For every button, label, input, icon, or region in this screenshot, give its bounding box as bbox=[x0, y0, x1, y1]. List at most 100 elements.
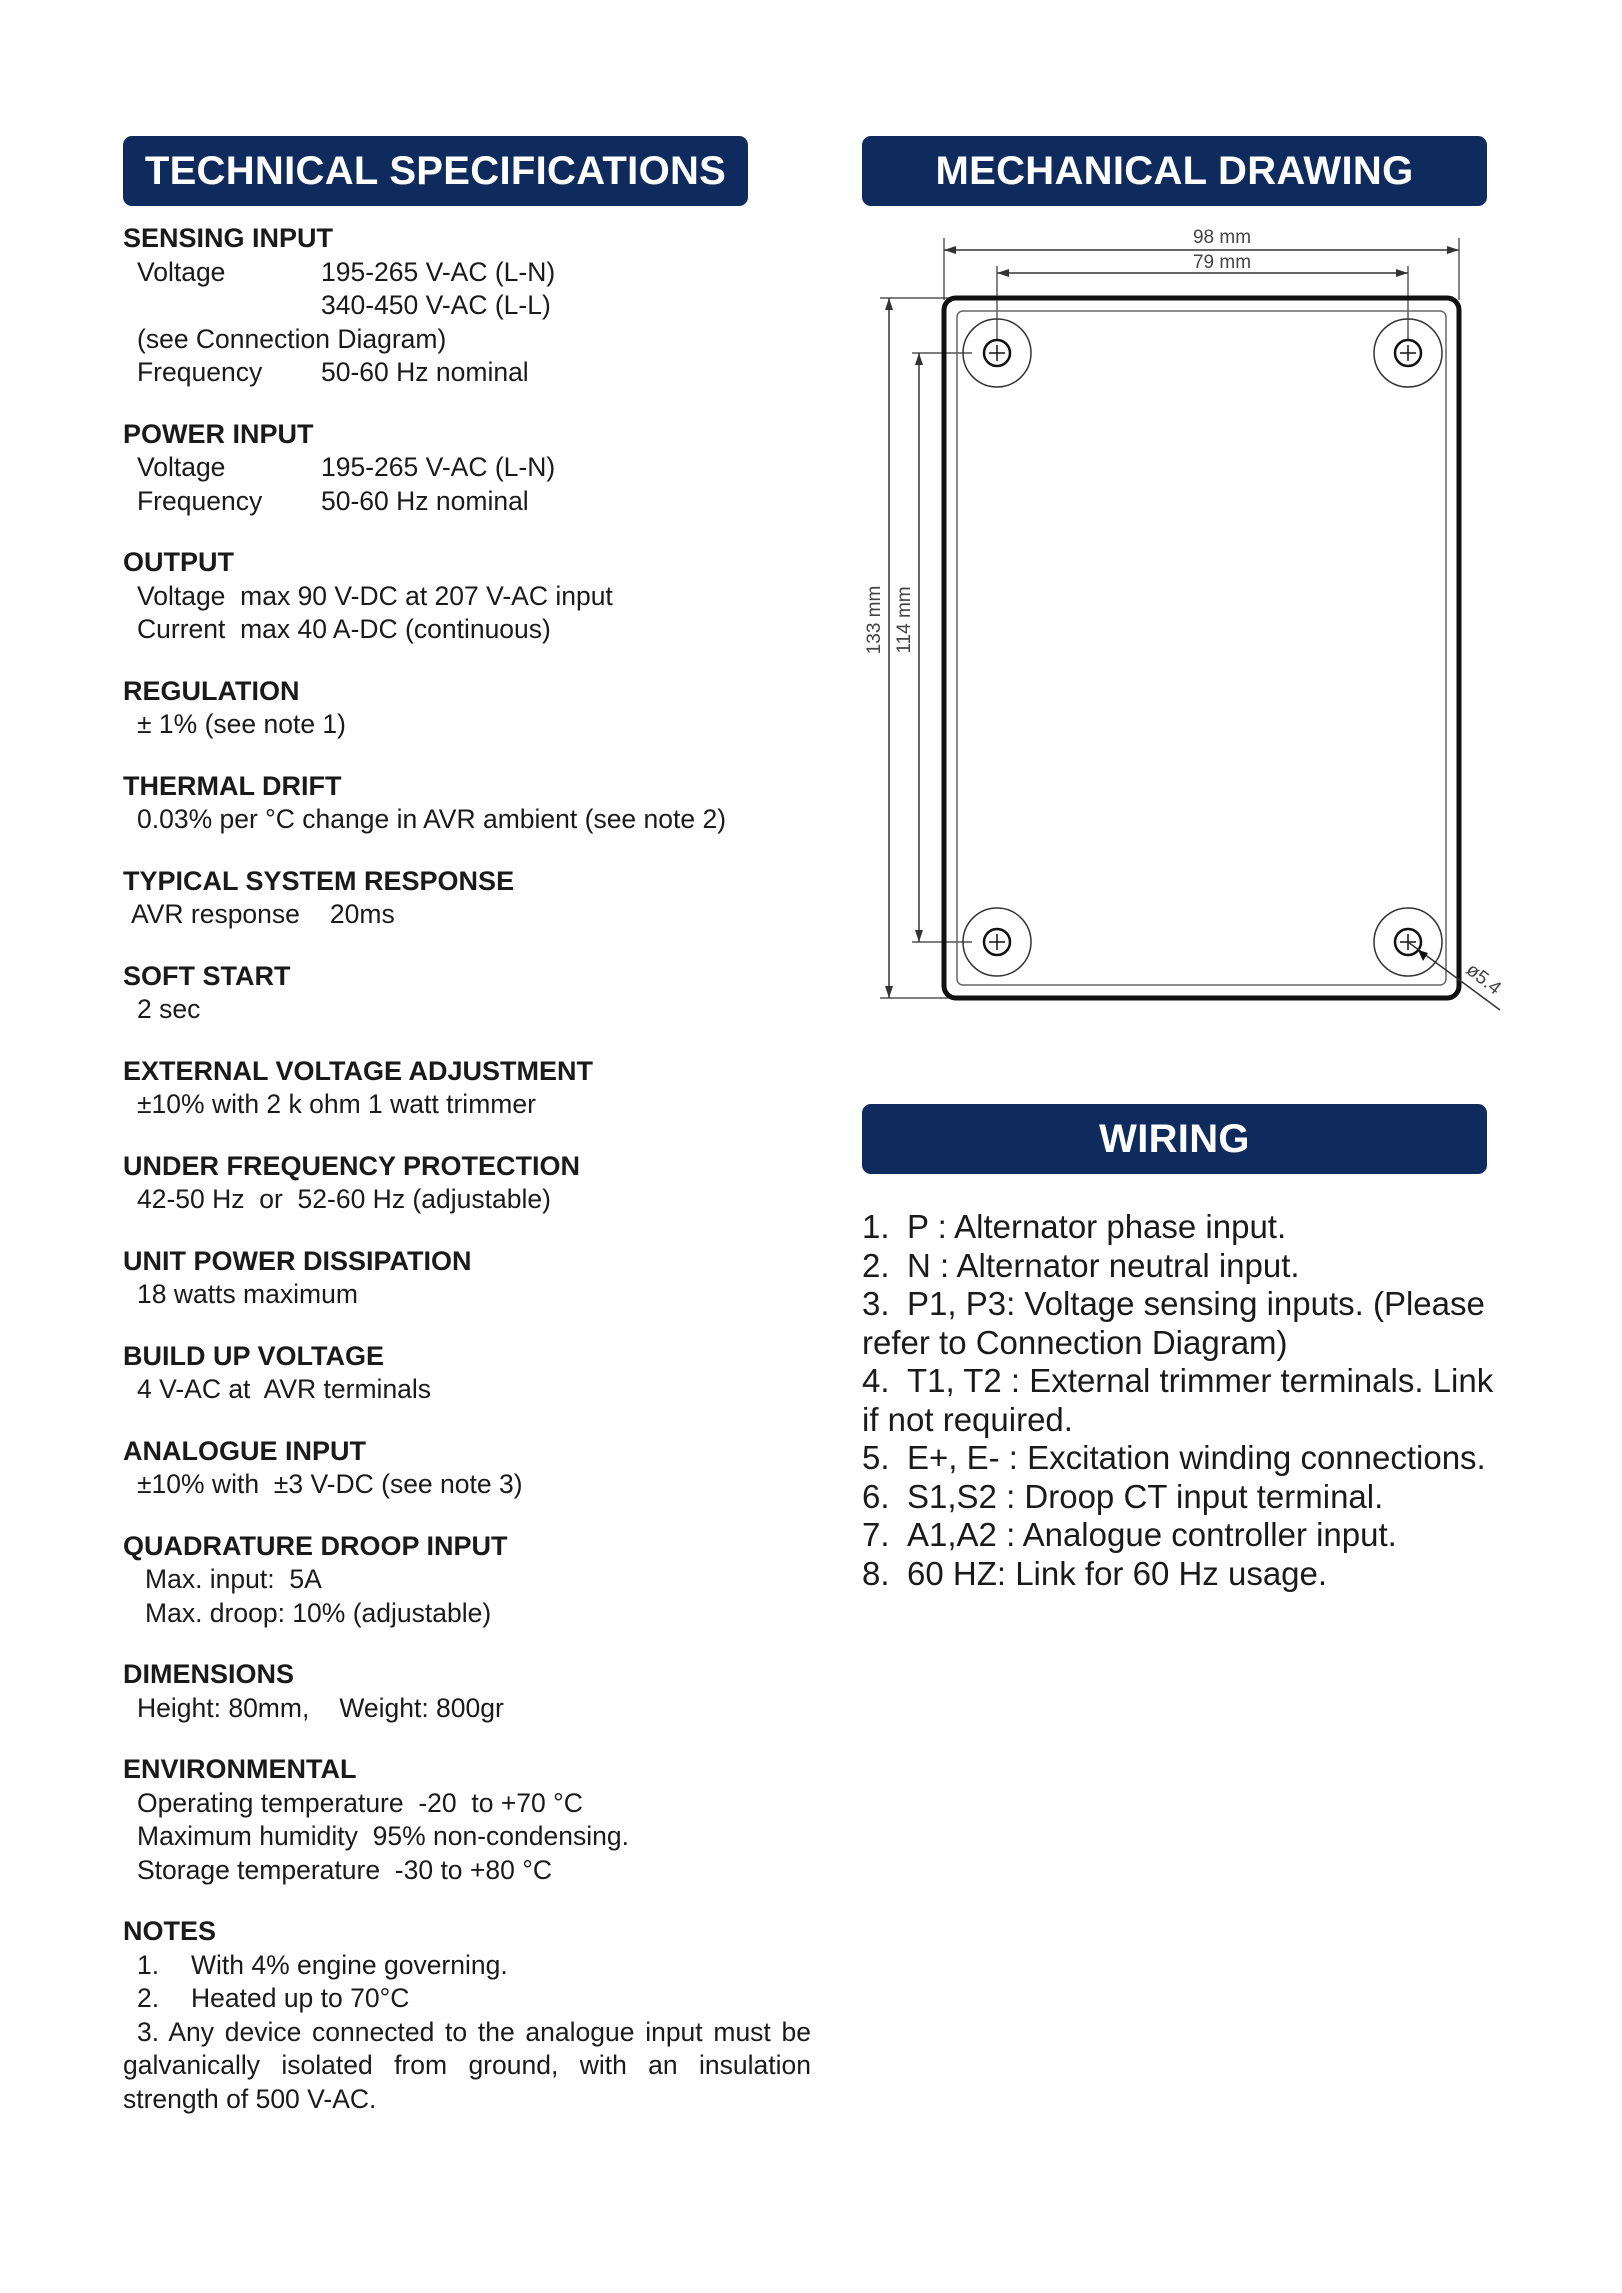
section-title: ANALOGUE INPUT bbox=[123, 1435, 366, 1466]
wiring-item: 4.T1, T2 : External trimmer terminals. L… bbox=[862, 1362, 1502, 1439]
arrow-head bbox=[885, 986, 893, 998]
spec-key: Frequency bbox=[137, 357, 263, 387]
spec-line: 18 watts maximum bbox=[137, 1279, 358, 1309]
spec-line: (see Connection Diagram) bbox=[137, 323, 447, 354]
spec-line: ±10% with ±3 V-DC (see note 3) bbox=[137, 1469, 523, 1499]
enclosure-inner-outline bbox=[956, 310, 1447, 986]
spec-line: Operating temperature -20 to +70 °C bbox=[137, 1787, 583, 1818]
spec-line: Current max 40 A-DC (continuous) bbox=[137, 614, 551, 644]
section-title: SENSING INPUT bbox=[123, 223, 334, 253]
arrow-head bbox=[1447, 246, 1459, 254]
wiring-item-text: E+, E- : Excitation winding connections. bbox=[907, 1439, 1486, 1476]
spec-row: Frequency 50-60 Hz nominal bbox=[123, 356, 813, 390]
mounting-hole-bottom-left bbox=[962, 907, 1032, 977]
wiring-item-number: 1. bbox=[862, 1208, 890, 1245]
wiring-item-number: 3. bbox=[862, 1285, 890, 1322]
thermal-drift-section: THERMAL DRIFT 0.03% per °C change in AVR… bbox=[123, 770, 813, 837]
section-title: OUTPUT bbox=[123, 547, 234, 577]
spec-key: AVR response bbox=[131, 899, 300, 929]
wiring-item: 2. N : Alternator neutral input. bbox=[862, 1247, 1502, 1286]
height-outer-label: 133 mm bbox=[864, 586, 885, 655]
width-inner-label: 79 mm bbox=[1193, 252, 1251, 273]
section-title: POWER INPUT bbox=[123, 418, 314, 449]
wiring-item: 5. E+, E- : Excitation winding connection… bbox=[862, 1439, 1502, 1478]
section-title: ENVIRONMENTAL bbox=[123, 1754, 357, 1784]
wiring-heading: WIRING bbox=[862, 1104, 1487, 1174]
enclosure-outline bbox=[941, 295, 1462, 1001]
weight-value: Weight: 800gr bbox=[339, 1692, 504, 1723]
arrow-head bbox=[944, 246, 956, 254]
notes-section: NOTES 1. With 4% engine governing. 2.Heat… bbox=[123, 1915, 811, 2116]
spec-line: 2 sec bbox=[137, 994, 201, 1024]
section-title: NOTES bbox=[123, 1916, 217, 1946]
note-number: 2. bbox=[137, 1983, 160, 2013]
power-input-section: POWER INPUT Voltage 195-265 V-AC (L-N) Fr… bbox=[123, 418, 813, 519]
spec-line: Storage temperature -30 to +80 °C bbox=[137, 1854, 552, 1885]
spec-line: 0.03% per °C change in AVR ambient (see … bbox=[137, 804, 727, 834]
arrow-head bbox=[997, 269, 1009, 277]
mounting-hole-top-right bbox=[1373, 318, 1443, 388]
note-text: With 4% engine governing. bbox=[191, 1949, 508, 1980]
wiring-item-text: N : Alternator neutral input. bbox=[907, 1246, 1300, 1284]
mechanical-drawing: 98 mm 79 mm 133 mm 114 mm bbox=[864, 227, 1505, 1011]
spec-key: Frequency bbox=[137, 485, 263, 516]
under-frequency-section: UNDER FREQUENCY PROTECTION 42-50 Hz or 5… bbox=[123, 1150, 813, 1217]
spec-line: ± 1% (see note 1) bbox=[137, 709, 346, 739]
arrow-head bbox=[885, 298, 893, 310]
wiring-item-number: 8. bbox=[862, 1554, 890, 1592]
section-title: TYPICAL SYSTEM RESPONSE bbox=[123, 865, 515, 896]
spec-line: Max. droop: 10% (adjustable) bbox=[145, 1597, 492, 1628]
wiring-item-text: A1,A2 : Analogue controller input. bbox=[907, 1516, 1397, 1553]
arrow-head bbox=[915, 930, 923, 942]
note-number: 1. bbox=[137, 1949, 160, 1980]
mounting-hole-top-left bbox=[962, 318, 1032, 388]
section-title: EXTERNAL VOLTAGE ADJUSTMENT bbox=[123, 1055, 594, 1086]
section-title: UNIT POWER DISSIPATION bbox=[123, 1245, 472, 1276]
spec-line: Maximum humidity 95% non-condensing. bbox=[137, 1821, 629, 1851]
spec-line: 42-50 Hz or 52-60 Hz (adjustable) bbox=[137, 1184, 551, 1214]
dimensions-section: DIMENSIONS Height: 80mm,Weight: 800gr bbox=[123, 1658, 813, 1725]
spec-value: 50-60 Hz nominal bbox=[321, 357, 529, 387]
technical-specifications-heading: TECHNICAL SPECIFICATIONS bbox=[123, 136, 748, 206]
build-up-voltage-section: BUILD UP VOLTAGE 4 V-AC at AVR terminals bbox=[123, 1340, 813, 1407]
spec-value: 195-265 V-AC (L-N) bbox=[321, 452, 556, 482]
wiring-item-number: 4. bbox=[862, 1362, 890, 1399]
wiring-item: 1. P : Alternator phase input. bbox=[862, 1208, 1502, 1247]
regulation-section: REGULATION ± 1% (see note 1) bbox=[123, 675, 813, 742]
spec-row: Voltage 195-265 V-AC (L-N) bbox=[123, 451, 813, 485]
height-value: Height: 80mm, bbox=[137, 1692, 310, 1723]
section-title: UNDER FREQUENCY PROTECTION bbox=[123, 1150, 581, 1181]
arrow-head bbox=[1418, 950, 1428, 961]
arrow-head bbox=[915, 353, 923, 365]
arrow-head bbox=[1396, 269, 1408, 277]
mechanical-drawing-heading: MECHANICAL DRAWING bbox=[862, 136, 1487, 206]
wiring-item: 7.A1,A2 : Analogue controller input. bbox=[862, 1516, 1502, 1555]
environmental-section: ENVIRONMENTAL Operating temperature -20 … bbox=[123, 1753, 813, 1887]
wiring-item: 3.P1, P3: Voltage sensing inputs. (Pleas… bbox=[862, 1285, 1502, 1362]
hole-diameter-label: ø5.4 bbox=[1462, 959, 1505, 999]
wiring-item-number: 2. bbox=[862, 1246, 890, 1284]
note-item: 2.Heated up to 70°C bbox=[123, 1982, 811, 2016]
spec-value: 195-265 V-AC (L-N) bbox=[321, 256, 556, 287]
spec-key: Voltage bbox=[137, 452, 226, 482]
note-item: 1. With 4% engine governing. bbox=[123, 1949, 811, 1983]
soft-start-section: SOFT START 2 sec bbox=[123, 960, 813, 1027]
quadrature-droop-section: QUADRATURE DROOP INPUT Max. input: 5A Ma… bbox=[123, 1530, 813, 1631]
wiring-list: 1. P : Alternator phase input. 2. N : Alter… bbox=[862, 1208, 1502, 1593]
wiring-item-number: 5. bbox=[862, 1439, 890, 1476]
analogue-input-section: ANALOGUE INPUT ±10% with ±3 V-DC (see no… bbox=[123, 1435, 813, 1502]
spec-value: 340-450 V-AC (L-L) bbox=[321, 290, 551, 320]
width-outer-label: 98 mm bbox=[1193, 227, 1251, 248]
output-section: OUTPUT Voltage max 90 V-DC at 207 V-AC i… bbox=[123, 546, 813, 647]
wiring-item-text: P : Alternator phase input. bbox=[907, 1208, 1287, 1245]
spec-line: 4 V-AC at AVR terminals bbox=[137, 1374, 432, 1404]
section-title: SOFT START bbox=[123, 960, 291, 991]
wiring-item-text: 60 HZ: Link for 60 Hz usage. bbox=[907, 1554, 1328, 1592]
external-voltage-adjustment-section: EXTERNAL VOLTAGE ADJUSTMENT ±10% with 2 … bbox=[123, 1055, 813, 1122]
section-title: REGULATION bbox=[123, 675, 300, 706]
wiring-item: 8. 60 HZ: Link for 60 Hz usage. bbox=[862, 1555, 1502, 1594]
